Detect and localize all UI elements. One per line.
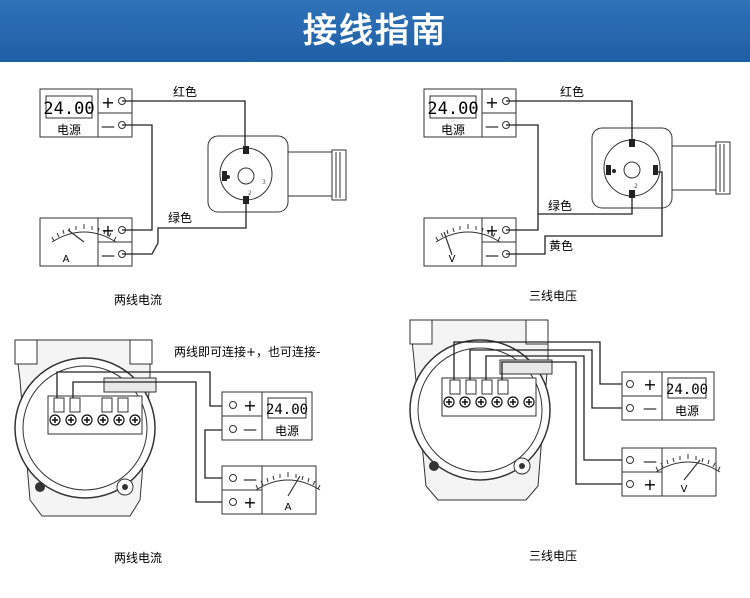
svg-text:+: + (485, 221, 498, 240)
diagram-bottom-left: + — 24.00 电源 — + A 两线即可连接+，也可连接- 两线电流 (14, 339, 321, 565)
svg-text:+: + (643, 475, 656, 494)
power-display: 24.00 (43, 99, 94, 119)
svg-text:A: A (285, 502, 292, 513)
svg-text:电源: 电源 (275, 424, 299, 438)
caption-top-right: 三线电压 (529, 289, 577, 303)
svg-text:V: V (449, 254, 456, 265)
svg-text:+: + (243, 396, 256, 415)
page-title: 接线指南 (303, 11, 447, 51)
terminal-plus: + (101, 93, 114, 112)
svg-text:24.00: 24.00 (427, 99, 478, 119)
caption-bottom-right: 三线电压 (529, 549, 577, 563)
meter-unit: A (63, 254, 70, 265)
svg-text:—: — (101, 248, 115, 264)
svg-text:绿色: 绿色 (548, 198, 572, 213)
svg-text:+: + (101, 221, 114, 240)
header-banner (0, 0, 750, 62)
svg-text:+: + (643, 375, 656, 394)
diagram-top-left: 24.00 电源 + — A + — 3 2 红色 (39, 84, 347, 307)
connection-note: 两线即可连接+，也可连接- (174, 344, 320, 359)
svg-text:24.00: 24.00 (666, 382, 708, 398)
wire-yellow-label: 黄色 (549, 239, 573, 253)
svg-text:—: — (643, 401, 657, 417)
svg-text:—: — (643, 454, 657, 470)
svg-text:+: + (485, 93, 498, 112)
diagram-top-right: 24.00 电源 + — V + — 2 红色 绿色 (423, 84, 731, 303)
svg-text:3: 3 (262, 179, 266, 186)
svg-text:—: — (243, 472, 257, 488)
svg-text:2: 2 (248, 190, 252, 197)
power-label: 电源 (57, 123, 81, 137)
wire-red-label: 红色 (173, 84, 197, 99)
svg-text:—: — (243, 422, 257, 438)
wire-green-label: 绿色 (168, 210, 192, 225)
svg-text:+: + (243, 493, 256, 512)
svg-text:—: — (485, 119, 499, 135)
svg-text:电源: 电源 (441, 123, 465, 137)
caption-bottom-left: 两线电流 (114, 551, 162, 565)
terminal-minus: — (101, 119, 115, 135)
svg-text:24.00: 24.00 (266, 402, 308, 418)
svg-text:2: 2 (634, 183, 638, 190)
svg-text:—: — (485, 248, 499, 264)
svg-text:V: V (681, 484, 688, 495)
diagram-bottom-right: + — 24.00 电源 — + V 三线电压 (409, 319, 721, 563)
svg-text:红色: 红色 (560, 84, 584, 99)
caption-top-left: 两线电流 (114, 293, 162, 307)
svg-text:电源: 电源 (675, 404, 699, 418)
